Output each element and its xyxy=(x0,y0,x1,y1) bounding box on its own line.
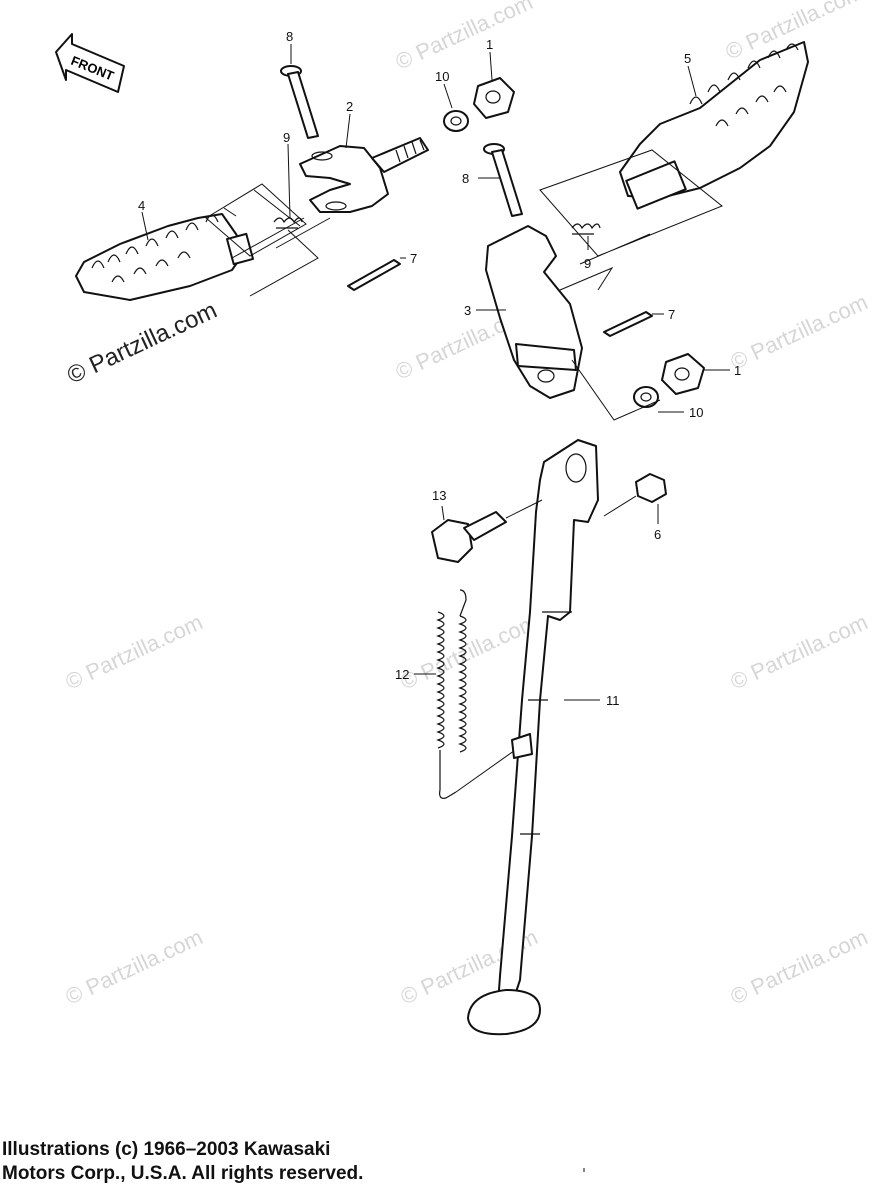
callout-9: 9 xyxy=(283,130,290,145)
cotter-pin-left-7 xyxy=(347,259,401,291)
callout-4: 4 xyxy=(138,198,145,213)
pin-right-8 xyxy=(483,143,523,217)
stand-spring-12 xyxy=(436,589,533,799)
callout-8: 8 xyxy=(462,171,469,186)
copyright-notice: Illustrations (c) 1966–2003 Kawasaki Mot… xyxy=(2,1138,363,1186)
cotter-pin-right-7 xyxy=(603,311,653,337)
callout-11: 11 xyxy=(606,693,620,708)
washer-left-10 xyxy=(443,110,469,132)
watermark: © Partzilla.com xyxy=(727,609,872,694)
callout-6: 6 xyxy=(654,527,661,542)
callout-7: 7 xyxy=(410,251,417,266)
callout-2: 2 xyxy=(346,99,353,114)
watermark: © Partzilla.com xyxy=(62,609,207,694)
callout-5: 5 xyxy=(684,51,691,66)
nut-right-1 xyxy=(661,353,705,395)
watermark: © Partzilla.com xyxy=(392,0,537,75)
copyright-line-2: Motors Corp., U.S.A. All rights reserved… xyxy=(2,1163,364,1184)
callout-3: 3 xyxy=(464,303,471,318)
watermark: © Partzilla.com xyxy=(727,289,872,374)
callout-13: 13 xyxy=(432,488,446,503)
callout-1: 1 xyxy=(486,37,493,52)
copyright-line-1: Illustrations (c) 1966–2003 Kawasaki xyxy=(2,1139,331,1160)
callout-8: 8 xyxy=(286,29,293,44)
callout-12: 12 xyxy=(395,667,409,682)
callout-9: 9 xyxy=(584,256,591,271)
watermark-main: © Partzilla.com xyxy=(63,297,221,390)
callout-1: 1 xyxy=(734,363,741,378)
nut-left-1 xyxy=(473,77,515,119)
callouts: 8 1 10 2 5 9 8 4 7 9 3 7 1 10 13 6 12 11 xyxy=(138,29,741,708)
callout-10: 10 xyxy=(689,405,703,420)
watermark: © Partzilla.com xyxy=(397,609,542,694)
spring-right-9 xyxy=(571,223,601,235)
pin-left-8 xyxy=(280,65,319,139)
watermark: © Partzilla.com xyxy=(727,924,872,1009)
callout-7: 7 xyxy=(668,307,675,322)
stand-nut-6 xyxy=(603,473,667,517)
front-arrow: FRONT xyxy=(55,33,125,93)
washer-right-10 xyxy=(633,386,659,408)
pivot-bracket-left-2 xyxy=(299,137,429,213)
footpeg-left-4 xyxy=(75,213,255,301)
footpeg-right-5 xyxy=(619,41,809,210)
leader-lines xyxy=(141,44,730,701)
watermark: © Partzilla.com xyxy=(62,924,207,1009)
side-stand-11 xyxy=(467,439,599,1036)
callout-10: 10 xyxy=(435,69,449,84)
pivot-bracket-right-3 xyxy=(485,225,583,399)
pivot-bolt-13 xyxy=(431,499,543,563)
